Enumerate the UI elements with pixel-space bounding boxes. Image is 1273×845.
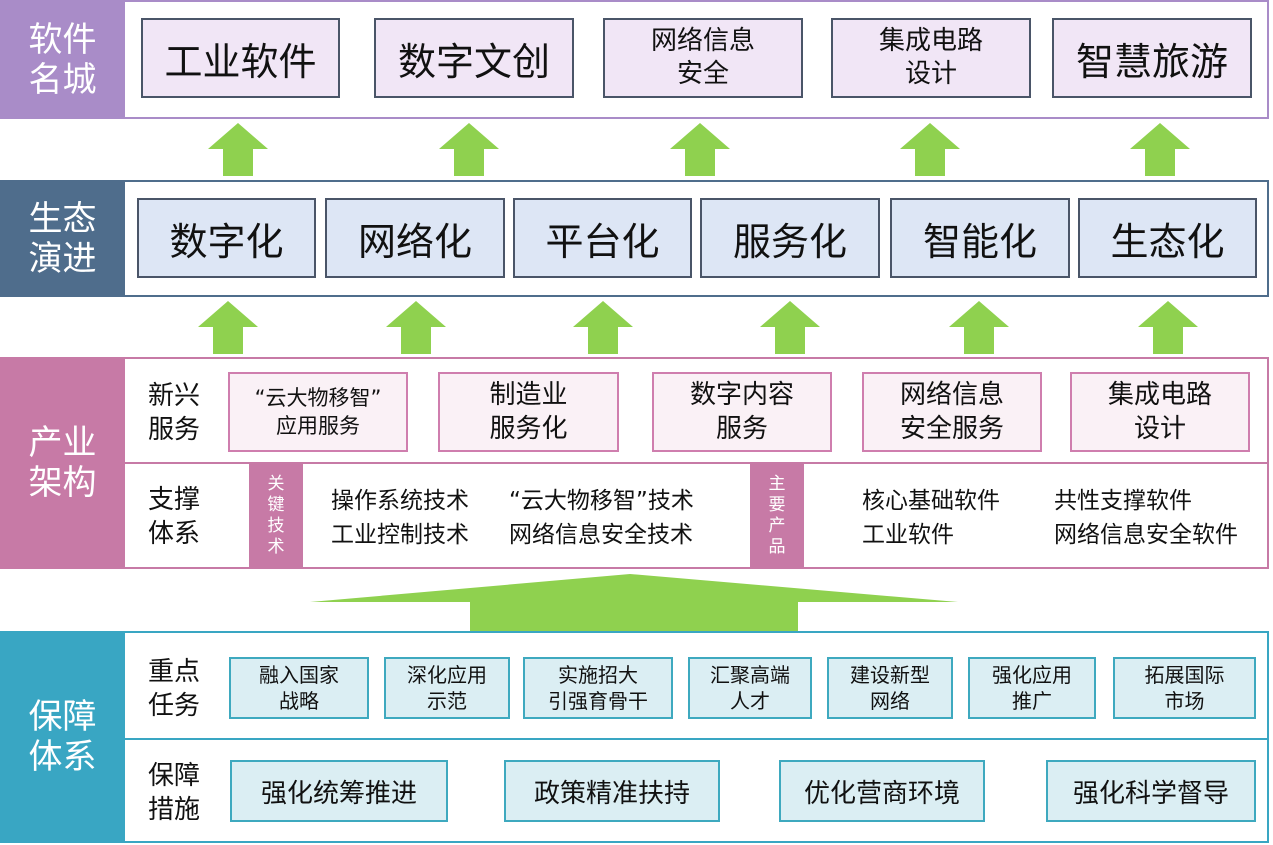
- measures-label: 保障 措施: [148, 761, 201, 825]
- emerging-item-manufacturing-service: 制造业 服务化: [438, 372, 619, 452]
- top-item-industrial-software: 工业软件: [141, 18, 340, 98]
- arrows-row-2: [198, 301, 1198, 354]
- key-tasks-label: 重点 任务: [148, 657, 201, 721]
- product-item: 共性支撑软件: [1054, 488, 1192, 514]
- emerging-services-label: 新兴 服务: [148, 381, 201, 445]
- task-item: 汇聚高端 人才: [688, 657, 812, 719]
- emerging-item-cloud-apps: “云大物移智” 应用服务: [228, 372, 408, 452]
- emerging-item-network-security-service: 网络信息 安全服务: [862, 372, 1042, 452]
- up-arrow-icon: [900, 123, 960, 176]
- support-section-label: 保障 体系: [0, 631, 125, 843]
- tech-item: 操作系统技术: [331, 488, 469, 514]
- tech-item: 工业控制技术: [331, 522, 469, 548]
- up-arrow-icon: [573, 301, 633, 354]
- big-up-arrow-icon: [310, 574, 958, 631]
- emerging-item-digital-content: 数字内容 服务: [652, 372, 832, 452]
- product-item: 核心基础软件: [862, 488, 1000, 514]
- up-arrow-icon: [949, 301, 1009, 354]
- task-item: 拓展国际 市场: [1113, 657, 1256, 719]
- arrows-row-1: [208, 123, 1190, 176]
- task-item: 深化应用 示范: [384, 657, 510, 719]
- top-section-label: 软件 名城: [0, 0, 125, 119]
- up-arrow-icon: [386, 301, 446, 354]
- eco-item-digitalization: 数字化: [137, 198, 316, 278]
- eco-item-intelligence: 智能化: [890, 198, 1070, 278]
- eco-item-platform: 平台化: [513, 198, 692, 278]
- product-item: 网络信息安全软件: [1054, 522, 1238, 548]
- support-system-label: 支撑 体系: [148, 485, 201, 549]
- up-arrow-icon: [439, 123, 499, 176]
- up-arrow-icon: [208, 123, 268, 176]
- top-item-digital-creative: 数字文创: [374, 18, 574, 98]
- measure-item: 强化统筹推进: [230, 760, 448, 822]
- task-item: 强化应用 推广: [968, 657, 1096, 719]
- eco-item-networking: 网络化: [325, 198, 505, 278]
- up-arrow-icon: [760, 301, 820, 354]
- industry-row-divider: [125, 462, 1269, 464]
- top-item-smart-tourism: 智慧旅游: [1052, 18, 1252, 98]
- tech-item: “云大物移智”技术: [509, 488, 694, 514]
- up-arrow-icon: [198, 301, 258, 354]
- top-item-network-security: 网络信息 安全: [603, 18, 803, 98]
- main-product-tag: 主 要 产 品: [750, 464, 804, 568]
- support-row-divider: [125, 738, 1269, 740]
- measure-item: 强化科学督导: [1046, 760, 1256, 822]
- eco-section-label: 生态 演进: [0, 180, 125, 297]
- emerging-item-ic-design: 集成电路 设计: [1070, 372, 1250, 452]
- eco-item-ecosystem: 生态化: [1078, 198, 1257, 278]
- task-item: 建设新型 网络: [827, 657, 953, 719]
- measure-item: 政策精准扶持: [504, 760, 720, 822]
- product-item: 工业软件: [862, 522, 954, 548]
- top-item-ic-design: 集成电路 设计: [831, 18, 1031, 98]
- up-arrow-icon: [1138, 301, 1198, 354]
- eco-item-service: 服务化: [700, 198, 880, 278]
- up-arrow-icon: [1130, 123, 1190, 176]
- tech-item: 网络信息安全技术: [509, 522, 693, 548]
- key-tech-tag: 关 键 技 术: [249, 464, 303, 568]
- measure-item: 优化营商环境: [779, 760, 985, 822]
- industry-section-label: 产业 架构: [0, 357, 125, 569]
- up-arrow-icon: [670, 123, 730, 176]
- task-item: 实施招大 引强育骨干: [523, 657, 673, 719]
- task-item: 融入国家 战略: [229, 657, 369, 719]
